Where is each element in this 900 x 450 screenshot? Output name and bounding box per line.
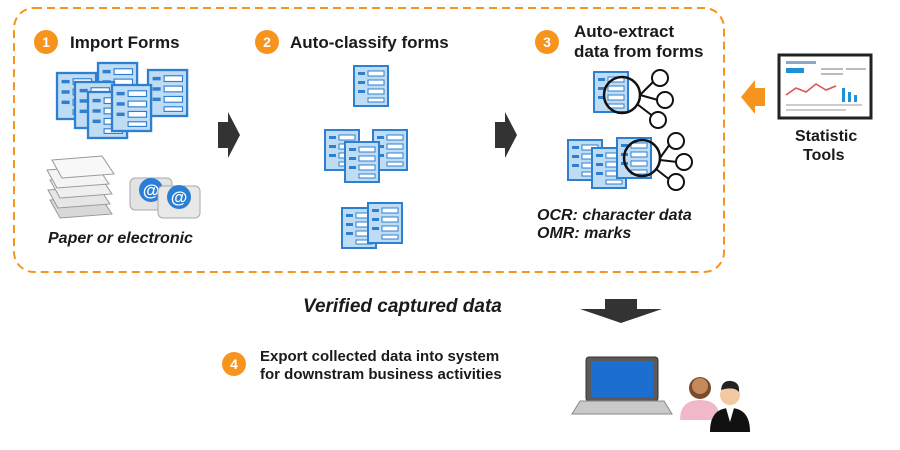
dashboard-icon — [777, 53, 873, 120]
step-3-badge: 3 — [535, 30, 559, 54]
svg-text:@: @ — [171, 188, 188, 207]
step-4-title-line1: Export collected data into system — [260, 348, 500, 365]
step-3-title-line2: data from forms — [574, 42, 704, 61]
arrow-icon — [495, 112, 517, 158]
step-1-title: Import Forms — [70, 33, 180, 52]
step-4-badge: 4 — [222, 352, 246, 376]
laptop-icon — [571, 356, 673, 415]
statistic-tools-line2: Tools — [803, 147, 845, 164]
omr-note: OMR: marks — [537, 225, 632, 242]
process-boundary — [13, 7, 725, 273]
paper-stack-icon — [46, 155, 115, 219]
verified-label: Verified captured data — [303, 296, 502, 317]
form-stack-icon — [55, 61, 189, 140]
ocr-note: OCR: character data — [537, 207, 692, 224]
step-2-title: Auto-classify forms — [290, 33, 449, 52]
svg-text:@: @ — [143, 181, 160, 200]
classified-forms-icon — [324, 65, 408, 249]
magnifier-icon — [602, 69, 674, 129]
magnifier-icon — [622, 132, 693, 191]
people-icon — [680, 377, 750, 432]
extraction-icon — [567, 69, 693, 191]
down-arrow-icon — [580, 299, 662, 323]
step-3-title-line1: Auto-extract — [574, 22, 675, 41]
import-caption: Paper or electronic — [48, 230, 193, 247]
step-1-badge: 1 — [34, 30, 58, 54]
arrow-icon — [741, 80, 765, 114]
email-icon: @ @ — [129, 177, 201, 219]
step-2-badge: 2 — [255, 30, 279, 54]
arrow-icon — [218, 112, 240, 158]
statistic-tools-line1: Statistic — [795, 128, 858, 145]
step-4-title-line2: for downstram business activities — [260, 366, 502, 383]
